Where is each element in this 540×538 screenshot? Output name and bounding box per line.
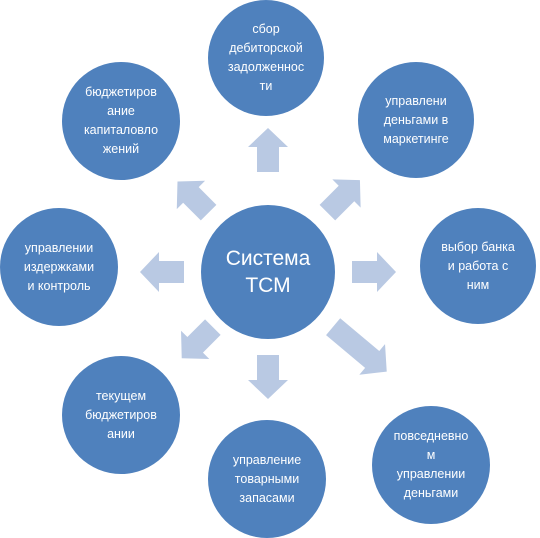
node-bottom-label: управление товарными запасами <box>232 452 302 505</box>
arrow-right <box>352 252 396 292</box>
node-bottom-right: повседневно м управлении деньгами <box>372 406 490 524</box>
node-left: управлении издержками и контроль <box>0 208 118 326</box>
node-top-label: сбор дебиторской задолженнос ти <box>227 22 305 93</box>
arrow-top-left <box>176 180 217 221</box>
arrow-top-right <box>319 179 361 221</box>
center-label: Система ТСМ <box>225 247 311 297</box>
node-top-right: управлени деньгами в маркетинге <box>358 62 474 178</box>
arrow-left <box>140 252 184 292</box>
arrow-bottom-right <box>326 318 387 375</box>
node-bottom: управление товарными запасами <box>208 420 326 538</box>
node-bottom-left-label: текущем бюджетиров ании <box>85 388 157 441</box>
arrow-bottom <box>248 355 288 399</box>
node-bottom-right-label: повседневно м управлении деньгами <box>393 429 469 500</box>
node-bottom-left: текущем бюджетиров ании <box>62 356 180 474</box>
node-left-label: управлении издержками и контроль <box>23 240 95 293</box>
node-top-left: бюджетиров ание капиталовло жений <box>62 62 180 180</box>
node-right: выбор банка и работа с ним <box>420 208 536 324</box>
arrow-top <box>248 128 288 172</box>
node-right-label: выбор банка и работа с ним <box>441 239 515 292</box>
node-top: сбор дебиторской задолженнос ти <box>208 0 324 116</box>
node-top-left-label: бюджетиров ание капиталовло жений <box>83 85 159 156</box>
arrow-bottom-left <box>181 319 221 359</box>
node-top-right-label: управлени деньгами в маркетинге <box>383 93 449 146</box>
center-node: Система ТСМ <box>201 205 335 339</box>
